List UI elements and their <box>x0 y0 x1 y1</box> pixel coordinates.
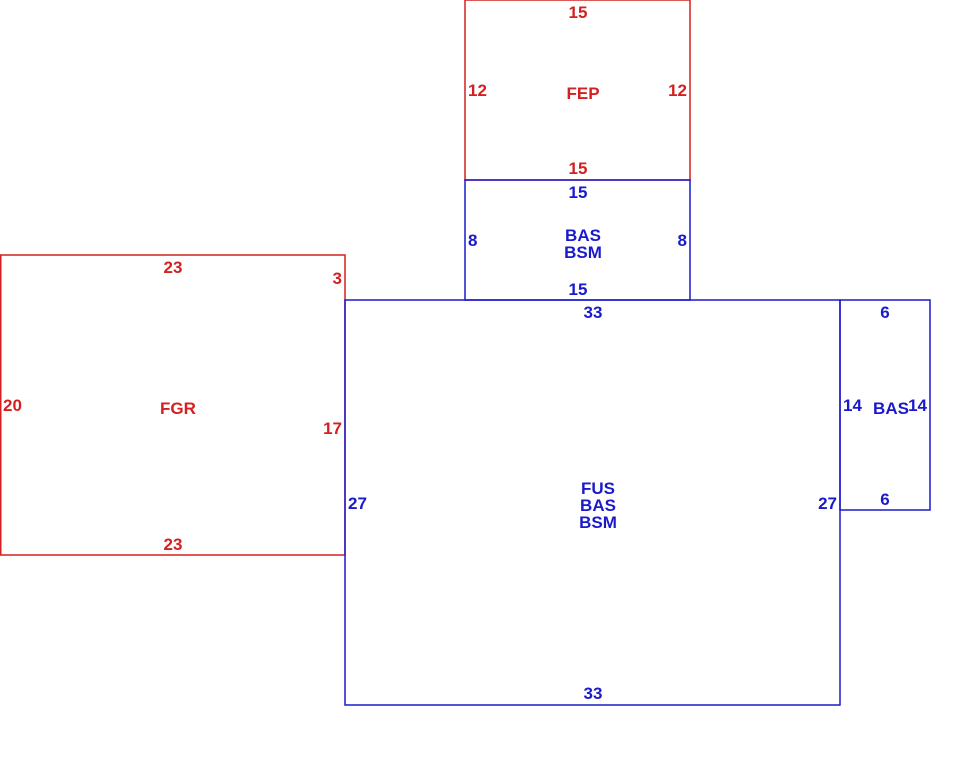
fus-bas-bsm-label-3: BSM <box>579 513 617 532</box>
bas-bsm-small-label-1: BAS <box>565 226 601 245</box>
bas-side-outline <box>839 299 931 511</box>
fgr-right-lower-dim: 17 <box>323 419 342 438</box>
bas-bsm-small-label-2: BSM <box>564 243 602 262</box>
fep-label: FEP <box>566 84 599 103</box>
fus-bas-bsm-label-2: BAS <box>580 496 616 515</box>
bas-bsm-small-area: BAS BSM 15 15 8 8 <box>464 179 691 301</box>
bas-bsm-small-top-dim: 15 <box>569 183 588 202</box>
bas-bsm-small-left-dim: 8 <box>468 231 477 250</box>
fus-bas-bsm-left-dim: 27 <box>348 494 367 513</box>
fus-bas-bsm-label-1: FUS <box>581 479 615 498</box>
bas-side-left-dim: 14 <box>843 396 862 415</box>
fus-bas-bsm-bottom-dim: 33 <box>584 684 603 703</box>
fus-bas-bsm-top-dim: 33 <box>584 303 603 322</box>
fgr-bottom-dim: 23 <box>164 535 183 554</box>
fep-left-dim: 12 <box>468 81 487 100</box>
bas-side-bottom-dim: 6 <box>880 490 889 509</box>
fgr-label: FGR <box>160 399 196 418</box>
bas-side-right-dim: 14 <box>908 396 927 415</box>
bas-bsm-small-bottom-dim: 15 <box>569 280 588 299</box>
bas-side-top-dim: 6 <box>880 303 889 322</box>
fgr-area: FGR 23 23 20 3 17 <box>0 254 346 556</box>
bas-side-area: BAS 6 6 14 14 <box>839 299 931 511</box>
fus-bas-bsm-area: FUS BAS BSM 33 33 27 27 <box>344 299 841 706</box>
bas-bsm-small-right-dim: 8 <box>678 231 687 250</box>
fgr-left-dim: 20 <box>3 396 22 415</box>
bas-side-label: BAS <box>873 399 909 418</box>
fus-bas-bsm-right-dim: 27 <box>818 494 837 513</box>
fgr-right-upper-dim: 3 <box>333 269 342 288</box>
fep-area: FEP 15 15 12 12 <box>464 0 691 181</box>
fep-top-dim: 15 <box>569 3 588 22</box>
fgr-top-dim: 23 <box>164 258 183 277</box>
fep-right-dim: 12 <box>668 81 687 100</box>
fep-bottom-dim: 15 <box>569 159 588 178</box>
